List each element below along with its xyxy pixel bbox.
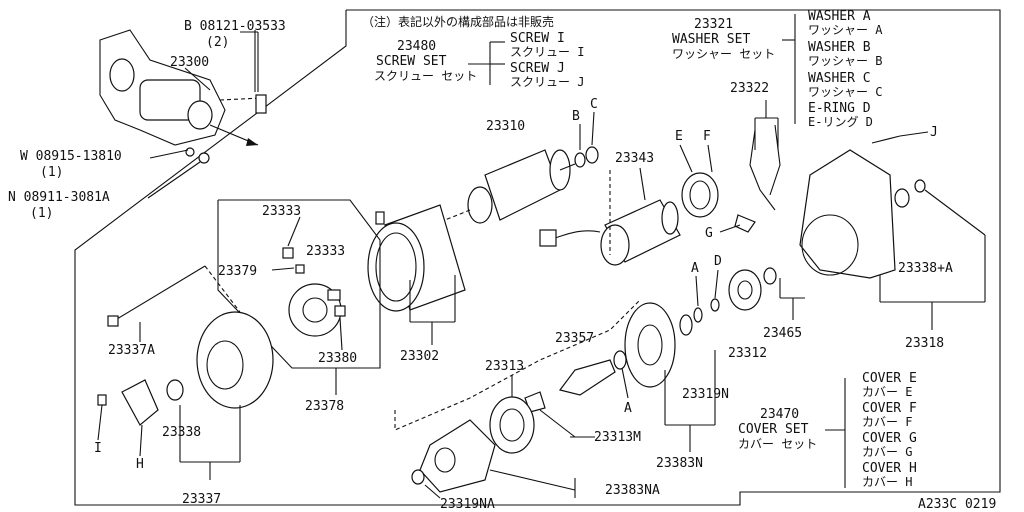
screw-set-bracket	[468, 41, 505, 85]
armature-23310	[439, 146, 599, 224]
cover-set-part: 23470	[760, 407, 799, 422]
shift-lever-23322	[749, 100, 781, 211]
label-b-bolt-qty: (2)	[206, 35, 229, 50]
screw-set-item-1: スクリュー I	[510, 45, 584, 59]
frame	[74, 9, 1001, 506]
label-23302: 23302	[400, 349, 439, 364]
label-23343: 23343	[615, 151, 654, 166]
label-w-washer: W 08915-13810	[20, 149, 122, 164]
letter-d: D	[714, 254, 722, 269]
cover-set-name-jp: カバー セット	[738, 437, 817, 451]
gear-housing-23318	[799, 135, 986, 330]
screw-set-item-2: SCREW J	[510, 61, 565, 76]
covers-ef	[681, 172, 756, 233]
washer-set-item-2: WASHER B	[808, 40, 871, 55]
label-23312: 23312	[728, 346, 767, 361]
washer-set-item-0: WASHER A	[808, 9, 871, 24]
gear-23357	[524, 350, 627, 438]
letter-h: H	[136, 457, 144, 472]
label-23319na: 23319NA	[440, 497, 495, 512]
label-23383na: 23383NA	[605, 483, 660, 498]
cover-set-item-1: カバー E	[862, 385, 912, 399]
label-23383n: 23383N	[656, 456, 703, 471]
cover-set-name: COVER SET	[738, 422, 809, 437]
yoke-23302	[367, 204, 466, 345]
label-23322: 23322	[730, 81, 769, 96]
brush-holder-group	[217, 199, 381, 395]
bearing-23313	[489, 375, 535, 454]
cover-set-item-7: カバー H	[862, 475, 912, 489]
letter-a1: A	[691, 261, 699, 276]
label-23337a: 23337A	[108, 343, 155, 358]
inset-engine-view	[99, 29, 267, 164]
cover-set-item-5: カバー G	[862, 445, 912, 459]
label-23300: 23300	[170, 55, 209, 70]
letter-i: I	[94, 441, 102, 456]
rear-cover-23337	[97, 265, 274, 480]
label-n-qty: (1)	[30, 206, 53, 221]
cover-set-bracket	[825, 378, 846, 488]
screw-set-name-jp: スクリュー セット	[374, 69, 477, 83]
letter-j: J	[930, 125, 938, 140]
leader-lines	[97, 31, 929, 457]
letter-c: C	[590, 97, 598, 112]
letter-f: F	[703, 129, 711, 144]
washer-set-item-7: E-リング D	[808, 115, 873, 129]
letter-e: E	[675, 129, 683, 144]
screw-set-item-3: スクリュー J	[510, 75, 584, 89]
screw-set-name: SCREW SET	[376, 54, 447, 69]
label-23378: 23378	[305, 399, 344, 414]
center-bracket-23319n	[624, 302, 716, 452]
washer-set-name-jp: ワッシャー セット	[672, 47, 775, 61]
cover-set-item-0: COVER E	[862, 371, 917, 386]
solenoid-23343	[539, 170, 681, 266]
front-housing-23319na	[411, 419, 576, 499]
washer-set-item-5: ワッシャー C	[808, 85, 882, 99]
pinion-23312	[693, 267, 805, 323]
label-23379: 23379	[218, 264, 257, 279]
label-23465: 23465	[763, 326, 802, 341]
label-23357: 23357	[555, 331, 594, 346]
screw-set-item-0: SCREW I	[510, 31, 565, 46]
label-23338a: 23338+A	[898, 261, 953, 276]
label-23313m: 23313M	[594, 430, 641, 445]
note-text: （注）表記以外の構成部品は非販売	[362, 14, 554, 29]
washer-set-item-3: ワッシャー B	[808, 54, 882, 68]
label-23380: 23380	[318, 351, 357, 366]
label-23319n: 23319N	[682, 387, 729, 402]
letter-g: G	[705, 226, 713, 241]
washer-set-part: 23321	[694, 17, 733, 32]
washer-set-bracket	[782, 14, 796, 124]
letter-a2: A	[624, 401, 632, 416]
label-b-bolt: B 08121-03533	[184, 19, 286, 34]
letter-b: B	[572, 109, 580, 124]
cover-set-item-4: COVER G	[862, 431, 917, 446]
figure-code: A233C 0219	[918, 497, 996, 512]
label-23338: 23338	[162, 425, 201, 440]
label-23313: 23313	[485, 359, 524, 374]
screw-set-part: 23480	[397, 39, 436, 54]
label-n-nut: N 08911-3081A	[8, 190, 110, 205]
cover-set-item-3: カバー F	[862, 415, 912, 429]
label-23337: 23337	[182, 492, 221, 507]
washer-set-name: WASHER SET	[672, 32, 750, 47]
label-23310: 23310	[486, 119, 525, 134]
label-23318: 23318	[905, 336, 944, 351]
washer-set-item-1: ワッシャー A	[808, 23, 883, 37]
label-w-qty: (1)	[40, 165, 63, 180]
washer-set-item-4: WASHER C	[808, 71, 871, 86]
washer-set-item-6: E-RING D	[808, 101, 871, 116]
cover-set-item-6: COVER H	[862, 461, 917, 476]
cover-set-item-2: COVER F	[862, 401, 917, 416]
label-23333-a: 23333	[262, 204, 301, 219]
label-23333-b: 23333	[306, 244, 345, 259]
